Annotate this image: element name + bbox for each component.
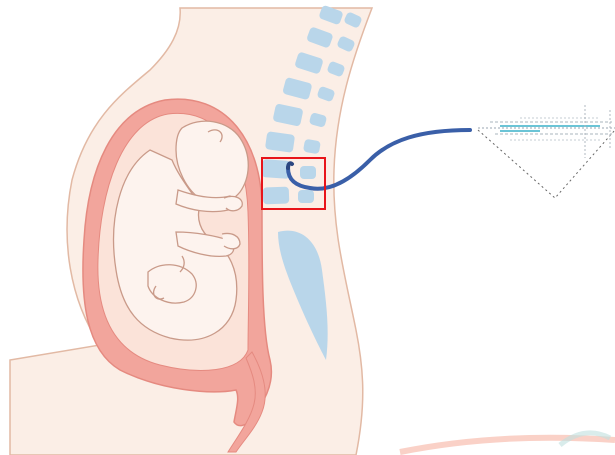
epidural-diagram [0, 0, 615, 455]
